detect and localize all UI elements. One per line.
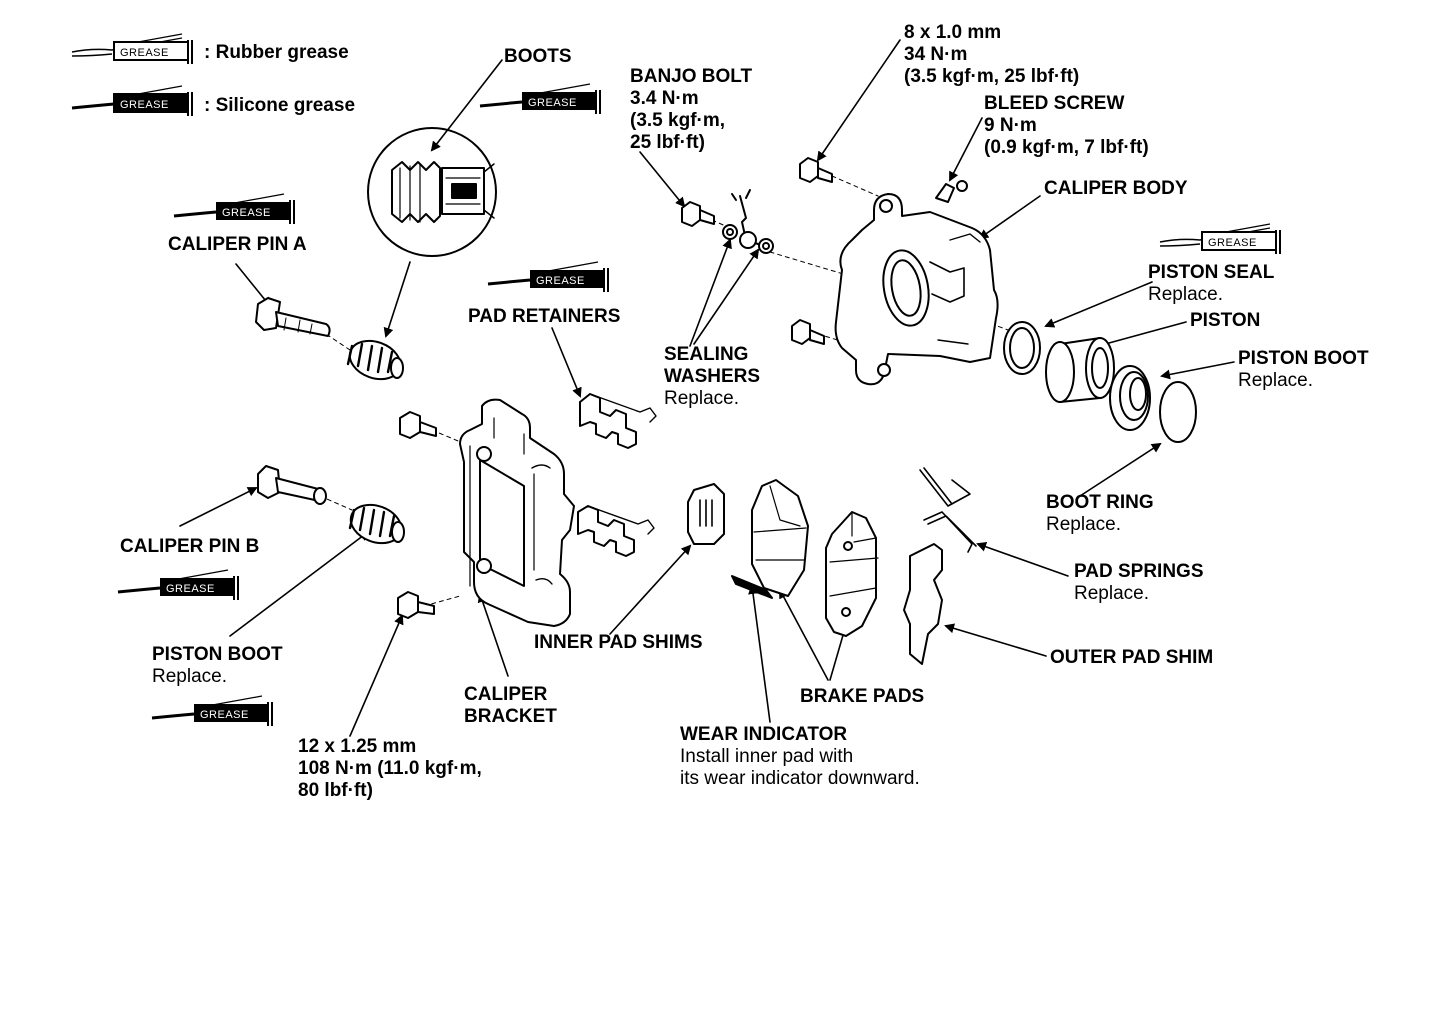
boot-ring-shape <box>1159 381 1197 443</box>
label-bracket-bolt-torque: 12 x 1.25 mm 108 N·m (11.0 kgf·m, 80 lbf… <box>298 736 482 801</box>
label-top-bolt-torque: 8 x 1.0 mm 34 N·m (3.5 kgf·m, 25 lbf·ft) <box>904 22 1080 87</box>
label-piston-seal: PISTON SEAL Replace. <box>1148 262 1275 305</box>
label-pad-springs: PAD SPRINGS Replace. <box>1074 561 1204 604</box>
inner-pad-shim-shape <box>687 483 725 545</box>
caliper-pin-a-shape <box>255 297 331 337</box>
label-outer-pad-shim: OUTER PAD SHIM <box>1050 647 1214 668</box>
pad-retainer-shapes <box>577 393 657 557</box>
svg-text:GREASE: GREASE <box>1208 237 1257 249</box>
caliper-body-shape <box>834 193 999 386</box>
svg-text:GREASE: GREASE <box>536 275 585 287</box>
piston-shape <box>1045 337 1115 403</box>
svg-text:GREASE: GREASE <box>222 207 271 219</box>
svg-text:GREASE: GREASE <box>166 583 215 595</box>
svg-text:GREASE: GREASE <box>200 709 249 721</box>
boot-lower-shape <box>348 503 405 545</box>
tube-label: GREASE <box>120 99 169 111</box>
label-bleed-screw: BLEED SCREW 9 N·m (0.9 kgf·m, 7 lbf·ft) <box>984 93 1149 158</box>
leader-lines <box>179 39 1235 737</box>
tube-label: GREASE <box>120 47 169 59</box>
grease-tube-dark-icon: GREASE <box>117 569 239 600</box>
label-boot-ring: BOOT RING Replace. <box>1046 492 1154 535</box>
piston-boot-right-shape <box>1109 365 1151 431</box>
label-piston-boot-left: PISTON BOOT Replace. <box>152 644 283 687</box>
caliper-body-bolts <box>791 157 833 345</box>
grease-tube-icon: GREASE <box>71 33 193 64</box>
outer-brake-pad-shape <box>825 511 879 637</box>
banjo-bolt-shape <box>681 189 774 254</box>
piston-seal-shape <box>1003 321 1041 375</box>
label-caliper-pin-a: CALIPER PIN A <box>168 234 307 255</box>
grease-tube-dark-icon: GREASE <box>71 85 193 116</box>
label-inner-pad-shims: INNER PAD SHIMS <box>534 632 703 653</box>
label-caliper-pin-b: CALIPER PIN B <box>120 536 260 557</box>
grease-tube-dark-icon: GREASE <box>479 83 601 114</box>
grease-tube-dark-icon: GREASE <box>151 695 273 726</box>
label-wear-indicator: WEAR INDICATOR Install inner pad with it… <box>680 724 920 789</box>
label-pad-retainers: PAD RETAINERS <box>468 306 621 327</box>
label-caliper-body: CALIPER BODY <box>1044 178 1188 199</box>
svg-text:GREASE: GREASE <box>528 97 577 109</box>
bleed-screw-shape <box>935 180 968 203</box>
grease-tube-icon: GREASE <box>1159 223 1281 254</box>
grease-tube-dark-icon: GREASE <box>173 193 295 224</box>
label-brake-pads: BRAKE PADS <box>800 686 925 707</box>
bracket-bolts <box>397 411 437 619</box>
outer-pad-shim-shape <box>903 543 943 665</box>
label-piston-boot-right: PISTON BOOT Replace. <box>1238 348 1369 391</box>
label-sealing-washers: SEALING WASHERS Replace. <box>664 344 761 409</box>
inner-brake-pad-shape <box>731 479 809 599</box>
boot-upper-shape <box>346 339 404 381</box>
label-banjo-bolt: BANJO BOLT 3.4 N·m (3.5 kgf·m, 25 lbf·ft… <box>630 66 753 153</box>
label-caliper-bracket: CALIPER BRACKET <box>464 684 557 727</box>
label-boots: BOOTS <box>504 46 572 67</box>
grease-tube-dark-icon: GREASE <box>487 261 609 292</box>
label-piston: PISTON <box>1190 310 1261 331</box>
pad-springs-shape <box>919 467 977 553</box>
boots-detail-circle <box>367 127 497 257</box>
legend-silicone-grease: : Silicone grease <box>204 95 356 116</box>
caliper-bracket-shape <box>459 398 575 627</box>
legend-rubber-grease: : Rubber grease <box>204 42 349 63</box>
caliper-pin-b-shape <box>257 465 327 505</box>
